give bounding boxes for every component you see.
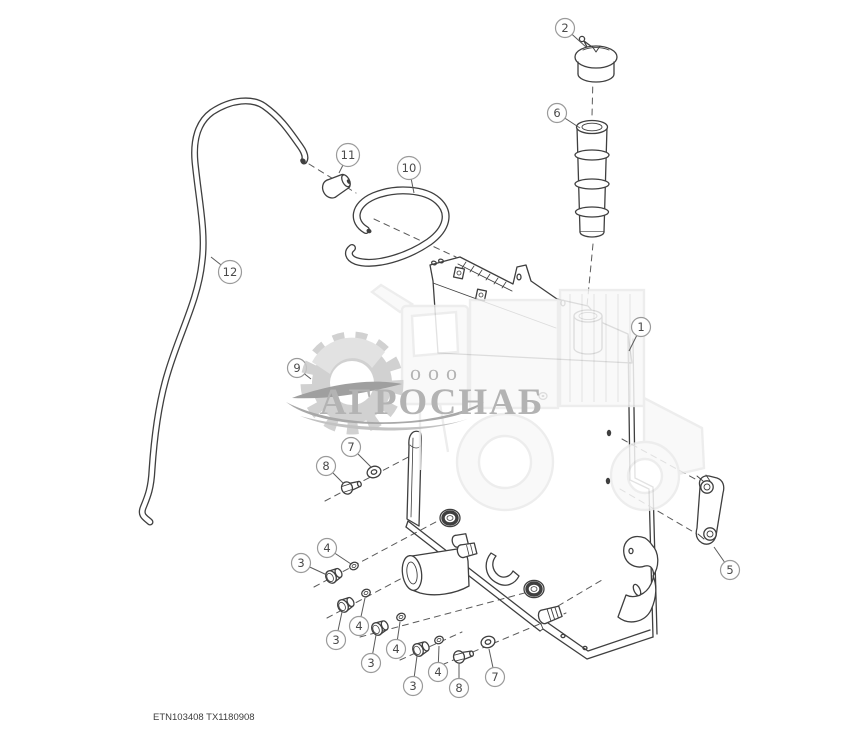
callout-10[interactable]: 10 <box>396 155 422 194</box>
o-ring <box>347 560 361 572</box>
clip-nut <box>452 266 466 280</box>
washer <box>478 633 498 651</box>
svg-text:6: 6 <box>553 106 560 120</box>
plug <box>410 638 432 659</box>
watermark-tractor-icon <box>369 283 706 512</box>
filler-cap <box>574 35 618 83</box>
callout-1[interactable]: 1 <box>628 316 652 352</box>
threaded-fitting <box>537 605 563 625</box>
o-ring <box>394 611 408 623</box>
svg-text:2: 2 <box>561 21 568 35</box>
svg-text:3: 3 <box>297 556 304 570</box>
svg-text:4: 4 <box>434 665 441 679</box>
svg-text:9: 9 <box>293 361 300 375</box>
plug <box>334 594 357 615</box>
callout-5[interactable]: 5 <box>713 546 741 581</box>
svg-text:7: 7 <box>491 670 498 684</box>
vent-hose <box>138 97 309 526</box>
svg-text:3: 3 <box>367 656 374 670</box>
callout-4[interactable]: 4 <box>348 597 370 637</box>
callout-8[interactable]: 8 <box>448 664 470 699</box>
watermark-company-name: АГРОСНАБ <box>320 382 545 423</box>
drain-tube <box>401 548 470 596</box>
bushing <box>522 578 546 600</box>
svg-text:8: 8 <box>322 459 329 473</box>
double-plug-fitting <box>451 533 478 559</box>
callout-4[interactable]: 4 <box>316 537 352 565</box>
svg-text:10: 10 <box>402 161 417 175</box>
hook-bracket-small <box>485 552 520 586</box>
loop-hose <box>344 186 450 267</box>
svg-text:4: 4 <box>392 642 399 656</box>
watermark: ооо АГРОСНАБ <box>286 283 706 512</box>
left-strap-tab <box>406 430 422 527</box>
svg-text:12: 12 <box>223 265 238 279</box>
bushing <box>438 507 462 529</box>
drawing-number: ETN103408 TX1180908 <box>153 712 255 723</box>
plug <box>369 617 391 638</box>
callout-2[interactable]: 2 <box>554 17 587 48</box>
callout-4[interactable]: 4 <box>385 621 407 660</box>
callout-3[interactable]: 3 <box>290 552 328 576</box>
svg-text:1: 1 <box>637 320 644 334</box>
callout-3[interactable]: 3 <box>325 611 347 651</box>
svg-text:8: 8 <box>455 681 462 695</box>
callout-12[interactable]: 12 <box>210 256 243 285</box>
washer <box>364 463 384 481</box>
callout-7[interactable]: 7 <box>340 436 372 468</box>
svg-text:7: 7 <box>347 440 354 454</box>
grommet <box>321 173 351 199</box>
svg-text:3: 3 <box>332 633 339 647</box>
tank-bottom-flange <box>405 520 544 632</box>
watermark-ooo: ооо <box>410 360 464 385</box>
o-ring <box>359 587 373 599</box>
callout-6[interactable]: 6 <box>546 102 581 129</box>
callout-3[interactable]: 3 <box>402 655 424 697</box>
callout-7[interactable]: 7 <box>484 648 506 688</box>
watermark-gear-icon <box>286 331 484 435</box>
callout-3[interactable]: 3 <box>360 634 382 674</box>
callout-4[interactable]: 4 <box>427 645 449 683</box>
plug <box>322 565 345 586</box>
hook-bracket-large <box>617 536 659 623</box>
callout-11[interactable]: 11 <box>335 142 361 174</box>
clip-nut <box>474 288 488 302</box>
svg-text:5: 5 <box>726 563 733 577</box>
svg-text:4: 4 <box>355 619 362 633</box>
bolt <box>339 476 364 497</box>
svg-text:4: 4 <box>323 541 330 555</box>
filler-neck <box>574 119 610 238</box>
svg-text:3: 3 <box>409 679 416 693</box>
bolt <box>451 646 476 666</box>
link-strap <box>695 474 725 545</box>
callout-8[interactable]: 8 <box>315 455 344 484</box>
svg-text:11: 11 <box>341 148 356 162</box>
